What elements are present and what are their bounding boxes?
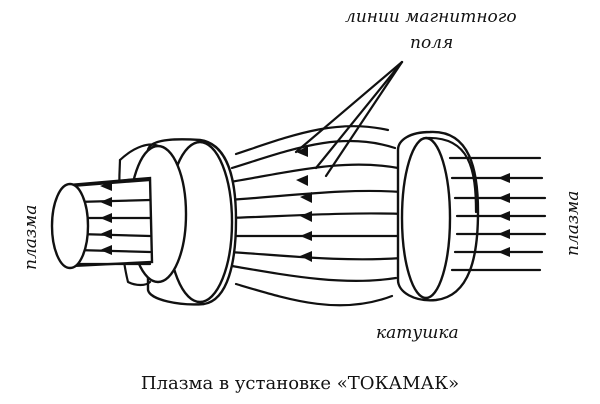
plasma-label-right: плазма [563, 191, 583, 256]
field-line [234, 282, 394, 307]
arrow-head [498, 173, 510, 183]
field-lines-label-line1: линии магнитного [345, 7, 517, 27]
field-line [230, 264, 398, 282]
field-line [226, 189, 404, 202]
label-pointers [294, 60, 404, 178]
field-line [234, 125, 390, 156]
coil-right [396, 130, 480, 302]
plasma-label-left: плазма [21, 205, 41, 270]
field-line [228, 163, 400, 184]
arrow-head [498, 193, 510, 203]
arrow-head [498, 211, 510, 221]
figure-caption: Плазма в установке «ТОКАМАК» [141, 373, 459, 394]
arrow-head [498, 247, 510, 257]
field-line [226, 212, 407, 220]
arrow-head [498, 229, 510, 239]
plasma-end-cap [50, 182, 90, 270]
left-plasma [50, 176, 154, 270]
magnetic-field-lines [226, 125, 407, 307]
middle-arrows [296, 146, 312, 262]
right-plasma-lines [448, 156, 547, 272]
field-line [228, 250, 404, 261]
field-lines-label-line2: поля [410, 33, 453, 53]
coil-label: катушка [376, 323, 459, 343]
field-line [230, 139, 397, 170]
